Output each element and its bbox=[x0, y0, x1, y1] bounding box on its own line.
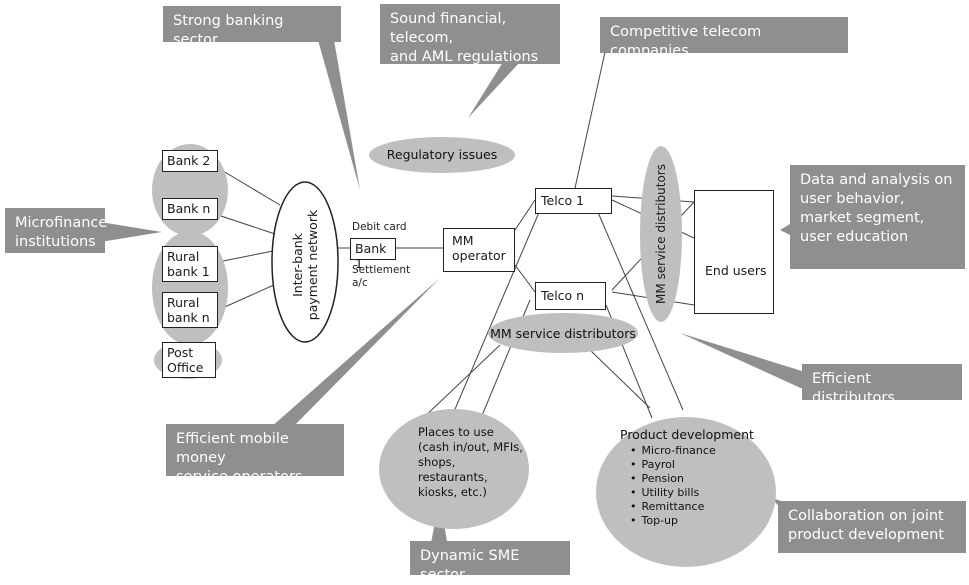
product-development-block: Product development Micro-finance Payrol… bbox=[620, 428, 760, 528]
node-rural-bank-1: Rural bank 1 bbox=[162, 246, 218, 282]
product-item: Top-up bbox=[630, 514, 760, 528]
product-development-list: Micro-finance Payrol Pension Utility bil… bbox=[620, 444, 760, 528]
product-item: Remittance bbox=[630, 500, 760, 514]
product-item: Payrol bbox=[630, 458, 760, 472]
callout-microfinance: Microfinance institutions bbox=[5, 208, 107, 253]
debit-card-label: Debit card bbox=[352, 221, 407, 233]
connector-lines bbox=[217, 51, 695, 441]
settlement-account-label: Settlement a/c bbox=[352, 264, 411, 289]
node-bank-2: Bank 2 bbox=[162, 150, 218, 172]
product-development-title: Product development bbox=[620, 427, 754, 442]
mm-distributors-vertical-text: MM service distributors bbox=[654, 164, 668, 304]
callout-mobile-money-operators: Efficient mobile money service operators bbox=[166, 424, 344, 485]
places-to-use-label: Places to use (cash in/out, MFIs, shops,… bbox=[418, 425, 523, 499]
callout-strong-banking-sector: Strong banking sector bbox=[163, 6, 341, 48]
node-rural-bank-n: Rural bank n bbox=[162, 292, 218, 328]
mm-distributors-horizontal-label: MM service distributors bbox=[490, 326, 636, 341]
regulatory-issues-label: Regulatory issues bbox=[386, 147, 498, 162]
node-telco-1: Telco 1 bbox=[535, 188, 612, 214]
node-post-office: Post Office bbox=[162, 342, 216, 378]
callout-data-analysis: Data and analysis on user behavior, mark… bbox=[790, 165, 965, 269]
interbank-network-text: Inter-bank payment network bbox=[290, 209, 320, 321]
node-end-users: End users bbox=[694, 190, 774, 314]
product-item: Utility bills bbox=[630, 486, 760, 500]
callout-regulations: Sound financial, telecom, and AML regula… bbox=[380, 4, 560, 103]
callout-joint-product-development: Collaboration on joint product developme… bbox=[778, 501, 966, 553]
node-bank-n: Bank n bbox=[162, 198, 218, 220]
node-mm-operator: MM operator bbox=[443, 228, 515, 272]
end-users-label: End users bbox=[705, 263, 767, 278]
product-item: Pension bbox=[630, 472, 760, 486]
product-item: Micro-finance bbox=[630, 444, 760, 458]
node-bank-1: Bank 1 bbox=[350, 238, 396, 271]
callout-efficient-distributors: Efficient distributors bbox=[802, 364, 962, 406]
callout-competitive-telecom: Competitive telecom companies bbox=[600, 17, 848, 59]
node-telco-n: Telco n bbox=[535, 282, 606, 310]
callout-dynamic-sme: Dynamic SME sector bbox=[410, 541, 570, 583]
interbank-network-ellipse bbox=[271, 181, 339, 343]
